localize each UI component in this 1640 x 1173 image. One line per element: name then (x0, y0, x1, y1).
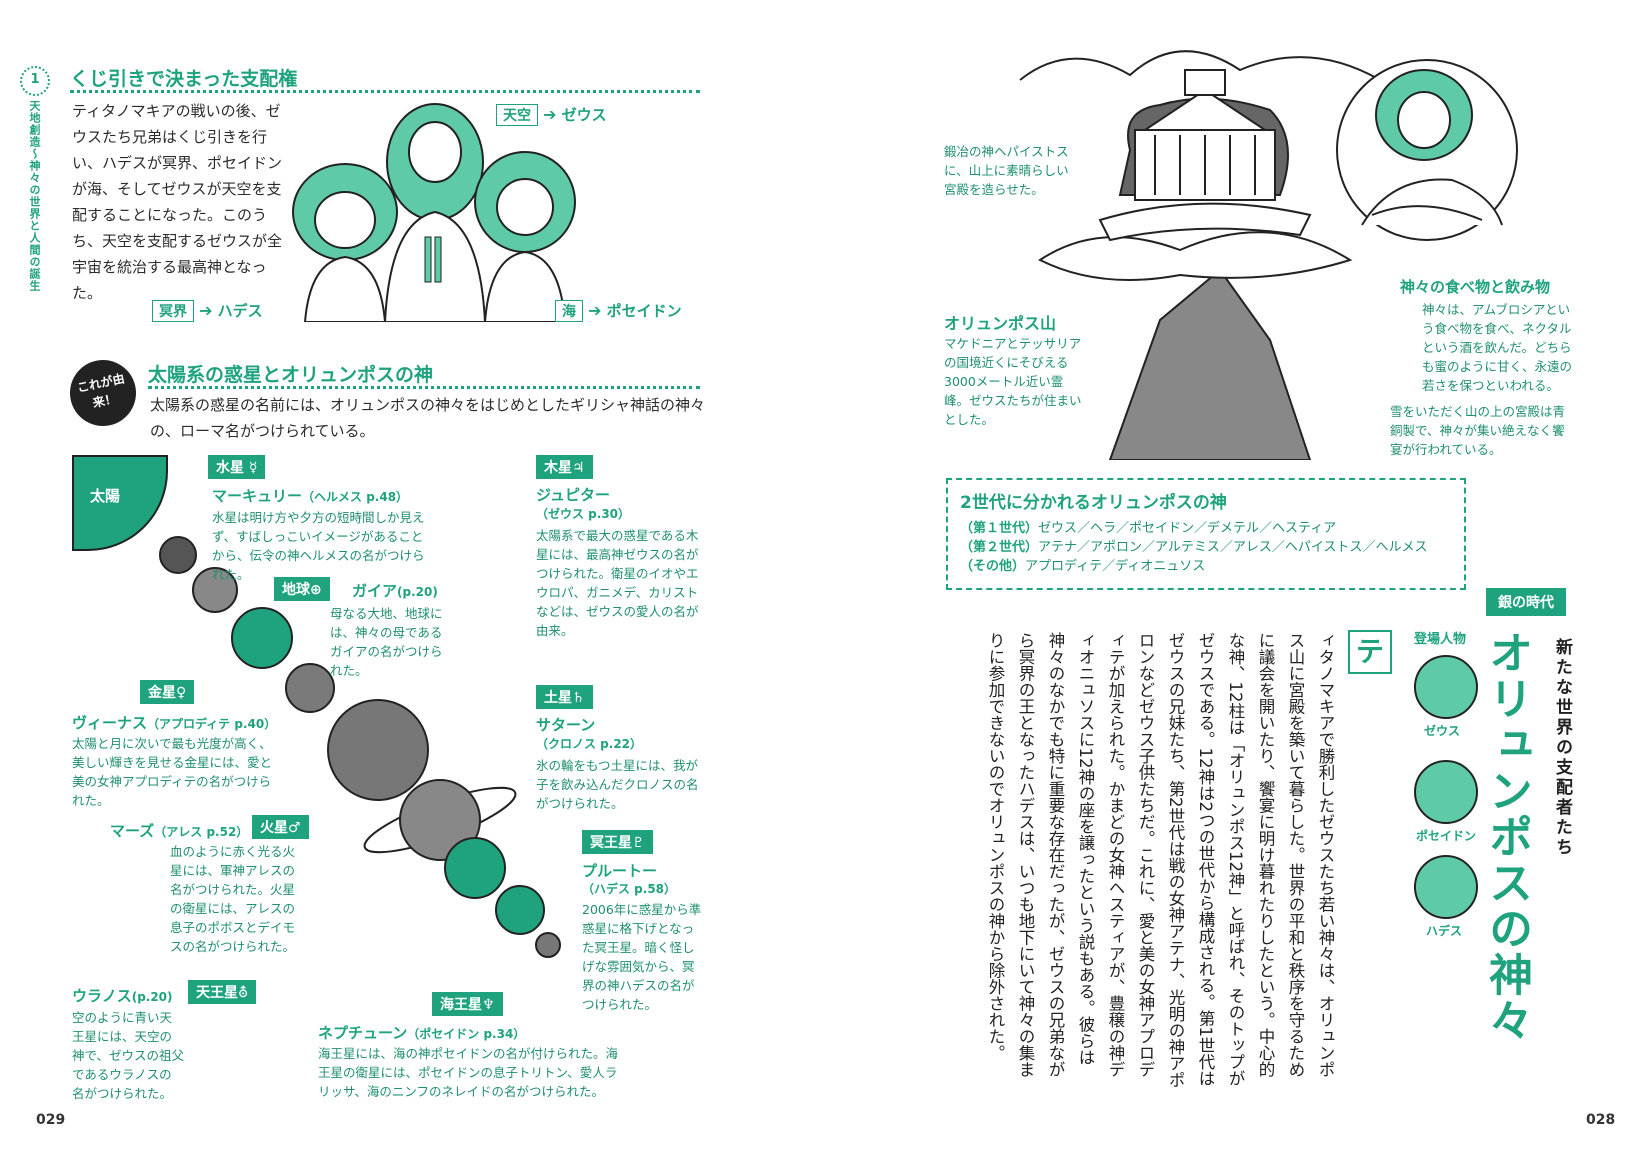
sky-box: 天空 (496, 104, 538, 126)
main-title-vertical: オリュンポスの神々 (1481, 630, 1532, 1044)
generation-box-title: 2世代に分かれるオリュンポスの神 (960, 493, 1227, 513)
uranus-desc: 空のように青い天王星には、天空の神で、ゼウスの祖父であるウラノスの名がつけられた… (72, 1010, 185, 1101)
neptune-desc: 海王星には、海の神ポセイドンの名が付けられた。海王星の衛星には、ポセイドンの息子… (318, 1046, 619, 1099)
sea-god: ポセイドン (606, 302, 682, 320)
section-number-badge: 1 (20, 66, 50, 96)
sky-label: 天空 ➔ ゼウス (496, 104, 607, 126)
section2-title: 太陽系の惑星とオリュンポスの神 (148, 360, 700, 389)
venus-tag: 金星♀ (140, 680, 195, 704)
sun-label: 太陽 (90, 487, 121, 505)
jupiter-ref: （ゼウス p.30） (536, 507, 631, 521)
mars-tag: 火星♂ (252, 815, 309, 839)
neptune-tag: 海王星♆ (432, 992, 503, 1016)
venus-name: ヴィーナス（アプロディテ p.40） (72, 714, 277, 732)
palace-note: 雪をいただく山の上の宮殿は青銅製で、神々が集い絶えなく饗宴が行われている。 (1390, 404, 1566, 457)
character-hades-avatar (1414, 855, 1478, 919)
underworld-box: 冥界 (152, 300, 194, 322)
character-zeus-avatar (1414, 655, 1478, 719)
jupiter-name: ジュピター (536, 486, 610, 504)
food-title: 神々の食べ物と飲み物 (1400, 278, 1551, 296)
saturn-ref: （クロノス p.22） (536, 737, 643, 751)
section1-title: くじ引きで決まった支配権 (70, 64, 700, 93)
generation-row: （第１世代）ゼウス／ヘラ／ポセイドン／デメテル／ヘスティア (960, 521, 1337, 536)
uranus-tag: 天王星⛢ (188, 980, 257, 1004)
generation-row: （第２世代）アテナ／アポロン／アルテミス／アレス／ヘパイストス／ヘルメス (960, 540, 1428, 555)
earth-desc: 母なる大地、地球には、神々の母であるガイアの名がつけられた。 (330, 606, 443, 678)
sea-label: 海 ➔ ポセイドン (555, 300, 682, 322)
left-page: 1 天地創造〜神々の世界と人間の誕生 くじ引きで決まった支配権 ティタノマキアの… (20, 64, 706, 1128)
mars-name: マーズ（アレス p.52） (110, 822, 249, 840)
food-desc: 神々は、アムブロシアという食べ物を食べ、ネクタルという酒を飲んだ。どちらも蜜のよ… (1422, 302, 1573, 393)
earth-name: ガイア(p.20) (352, 582, 438, 600)
pluto-ref: （ハデス p.58） (582, 882, 677, 896)
subtitle-vertical: 新たな世界の支配者たち (1552, 638, 1572, 858)
uranus-name: ウラノス(p.20) (72, 987, 173, 1005)
underworld-label: 冥界 ➔ ハデス (152, 300, 263, 322)
saturn-tag: 土星♄ (536, 685, 593, 709)
zeus-feast-illustration (1336, 59, 1518, 241)
underworld-god: ハデス (217, 302, 263, 320)
running-title-vertical: 天地創造〜神々の世界と人間の誕生 (28, 100, 41, 292)
saturn-desc: 氷の輪をもつ土星には、我が子を飲み込んだクロノスの名がつけられた。 (536, 758, 699, 811)
earth-tag: 地球⊕ (274, 577, 330, 601)
olympus-illustration (1019, 50, 1381, 460)
saturn-name: サターン (536, 716, 596, 734)
era-badge: 銀の時代 (1486, 588, 1566, 616)
origin-badge: これが由来！ (63, 353, 143, 433)
right-page-number: 028 (1586, 1112, 1616, 1128)
generation-row: （その他）アプロディテ／ディオニュソス (960, 559, 1206, 574)
three-gods-illustration (292, 103, 576, 322)
venus-desc: 太陽と月に次いで最も光度が高く、美しい輝きを見せる金星には、愛と美の女神アプロデ… (72, 736, 273, 808)
neptune-name: ネプチューン（ポセイドン p.34） (318, 1024, 526, 1042)
pluto-tag: 冥王星♇ (582, 830, 653, 854)
characters-label: 登場人物 (1414, 632, 1467, 647)
pluto-name: プルートー (582, 862, 658, 880)
olympus-title: オリュンポス山 (944, 314, 1057, 333)
section-number: 1 (30, 72, 40, 87)
character-name: ポセイドン (1416, 829, 1477, 843)
sea-box: 海 (555, 300, 583, 322)
jupiter-desc: 太陽系で最大の惑星である木星には、最高神ゼウスの名がつけられた。衛星のイオやエウ… (536, 528, 699, 638)
jupiter-tag: 木星♃ (536, 455, 593, 479)
main-text: ィタノマキアで勝利したゼウスたち若い神々は、オリュンポス山に宮殿を築いて暮らした… (986, 632, 1335, 1088)
generation-box: 2世代に分かれるオリュンポスの神 （第１世代）ゼウス／ヘラ／ポセイドン／デメテル… (946, 478, 1466, 590)
left-page-number: 029 (36, 1112, 66, 1128)
character-name: ハデス (1426, 924, 1463, 938)
mercury-tag: 水星 ☿ (208, 455, 266, 479)
mercury-desc: 水星は明け方や夕方の短時間しか見えず、すばしっこいイメージがあることから、伝令の… (212, 510, 425, 582)
character-name: ゼウス (1424, 724, 1461, 738)
section2-body: 太陽系の惑星の名前には、オリュンポスの神々をはじめとしたギリシャ神話の神々の、ロ… (150, 396, 706, 440)
dropcap: テ (1348, 630, 1392, 674)
character-poseidon-avatar (1414, 760, 1478, 824)
olympus-desc: マケドニアとテッサリアの国境近くにそびえる3000メートル近い霊峰。ゼウスたちが… (944, 336, 1082, 427)
right-page: 鍛冶の神ヘパイストスに、山上に素晴らしい宮殿を造らせた。 オリュンポス山 マケド… (820, 0, 1640, 1173)
planets-illustration (159, 536, 561, 958)
mercury-name: マーキュリー（ヘルメス p.48） (212, 487, 409, 505)
section1-body: ティタノマキアの戦いの後、ゼウスたち兄弟はくじ引きを行い、ハデスが冥界、ポセイド… (72, 102, 283, 302)
palace-callout: 鍛冶の神ヘパイストスに、山上に素晴らしい宮殿を造らせた。 (944, 144, 1069, 197)
sky-god: ゼウス (561, 106, 607, 124)
pluto-desc: 2006年に惑星から準惑星に格下げとなった冥王星。暗く怪しげな雰囲気から、冥界の… (582, 902, 702, 1012)
mars-desc: 血のように赤く光る火星には、軍神アレスの名がつけられた。火星の衛星には、アレスの… (170, 844, 296, 954)
